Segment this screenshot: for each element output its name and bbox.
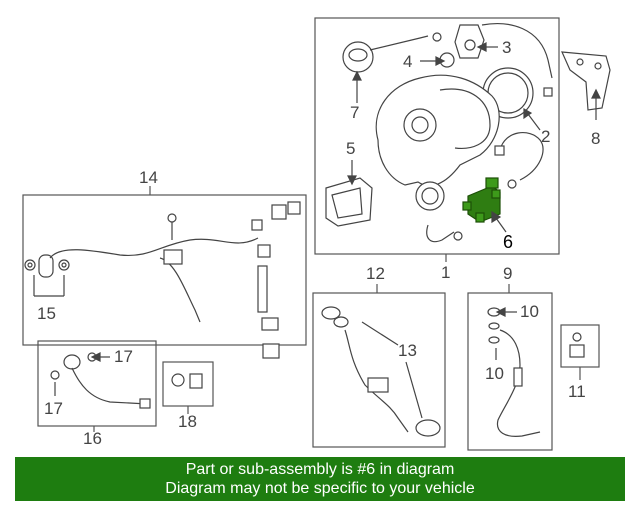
part-11-drawing (569, 332, 585, 358)
callout-14: 14 (139, 168, 158, 187)
pipe-13-drawing (321, 306, 441, 437)
callout-1: 1 (441, 263, 451, 282)
callout-18: 18 (178, 412, 197, 431)
callout-15: 15 (37, 304, 56, 323)
frame-turbo-assembly (314, 17, 560, 255)
callout-10-bottom: 10 (485, 364, 504, 383)
callout-2: 2 (541, 127, 551, 146)
callout-9: 9 (503, 264, 513, 283)
callout-4: 4 (403, 52, 413, 71)
callout-10-top: 10 (520, 302, 539, 321)
leader-lines (33, 42, 601, 419)
banner-line-1: Part or sub-assembly is #6 in diagram (185, 461, 455, 478)
callout-5: 5 (346, 139, 356, 158)
oil-feed-line-drawing (24, 201, 301, 359)
frame-pipe-16 (37, 340, 157, 427)
callout-13: 13 (398, 341, 417, 360)
callout-7: 7 (350, 103, 360, 122)
callout-12: 12 (366, 264, 385, 283)
frame-part-18 (162, 361, 214, 407)
callout-16: 16 (83, 429, 102, 448)
callout-3: 3 (502, 38, 512, 57)
callout-17-right: 17 (114, 347, 133, 366)
callout-11: 11 (568, 382, 586, 401)
frame-oil-feed-14 (22, 194, 307, 346)
frame-pipe-9 (467, 292, 553, 451)
frame-pipe-12 (312, 292, 446, 448)
banner-line-2: Diagram may not be specific to your vehi… (165, 480, 475, 497)
callout-17-left: 17 (44, 399, 63, 418)
part-18-drawing (171, 373, 203, 389)
info-banner: Part or sub-assembly is #6 in diagram Di… (15, 457, 625, 501)
turbocharger-drawing (325, 23, 611, 243)
pipe-10-drawing (487, 307, 541, 437)
callout-6: 6 (503, 232, 514, 252)
callout-8: 8 (591, 129, 601, 148)
